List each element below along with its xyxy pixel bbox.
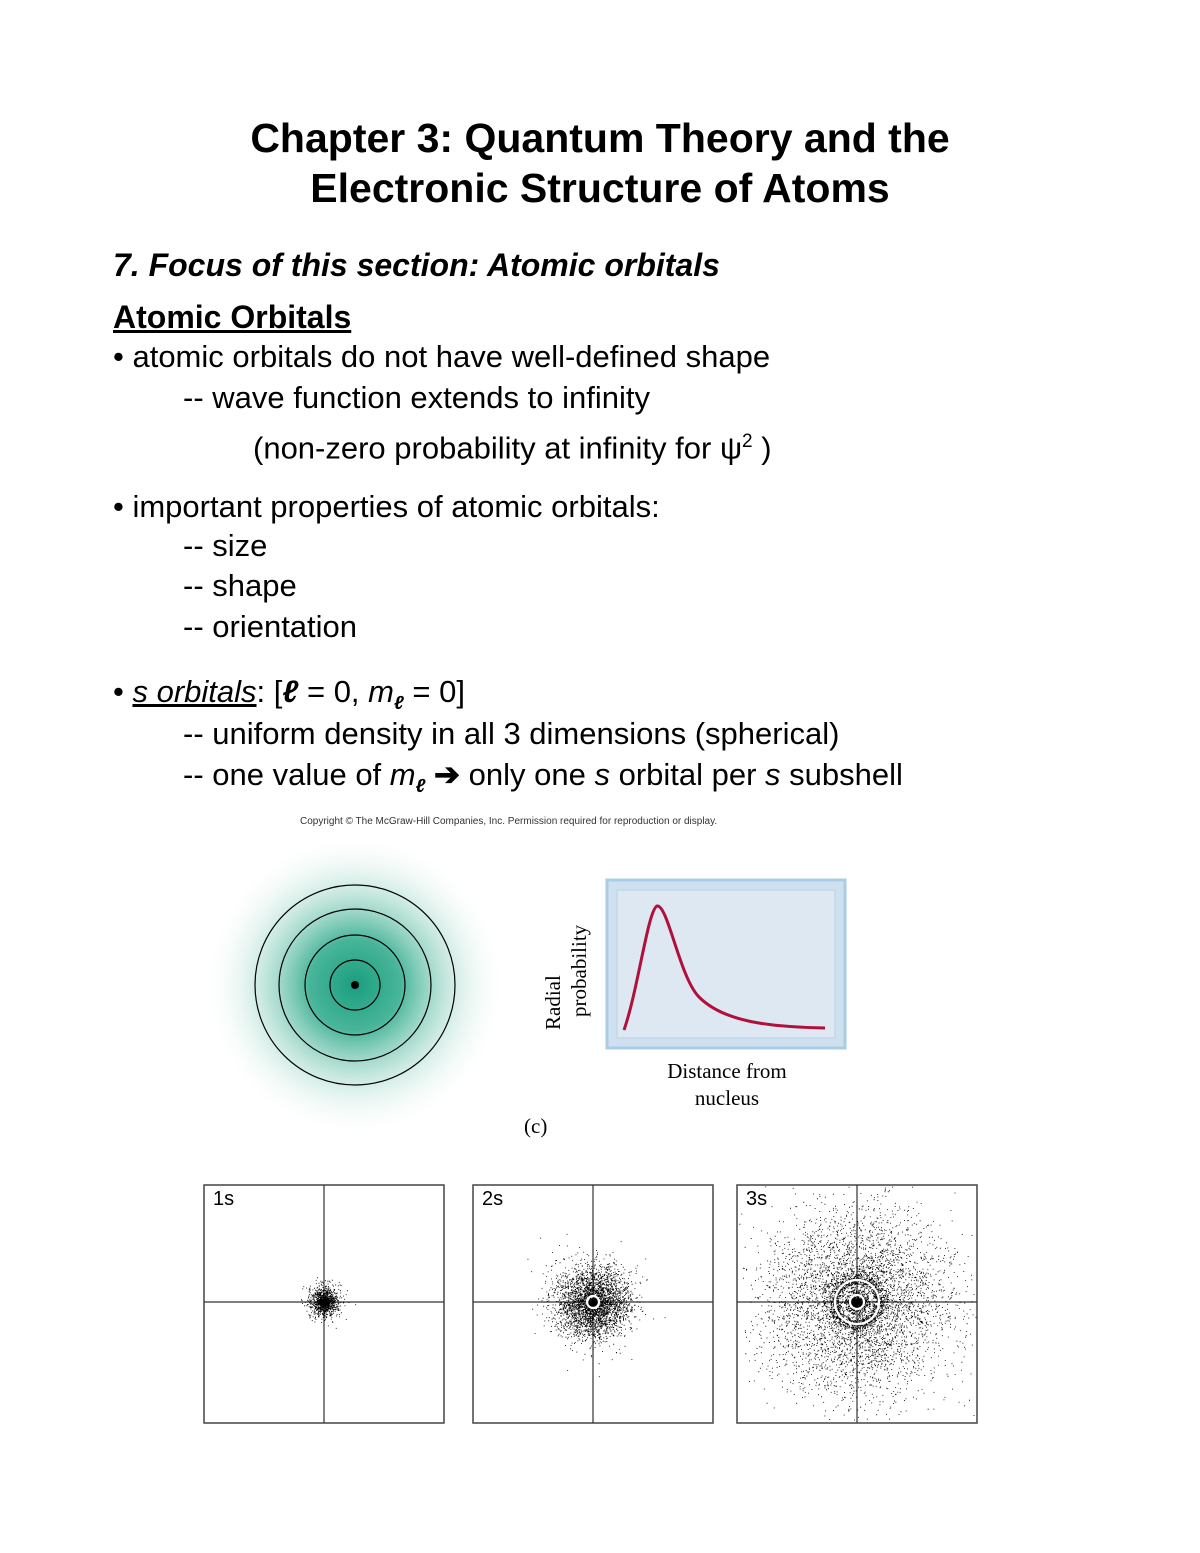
arrow-icon: ➔ (425, 757, 469, 792)
density-3s-svg (736, 1184, 978, 1424)
x-axis-label-line-2: nucleus (695, 1086, 759, 1110)
y-axis-label-line-2: probability (567, 924, 591, 1017)
x-axis-label-line-1: Distance from (667, 1059, 787, 1083)
m-symbol: m (368, 674, 394, 709)
one-value-mid2: orbital per (609, 757, 766, 792)
orbital-ring (329, 959, 381, 1011)
m-subscript: ℓ (393, 693, 404, 715)
electron-density-cloud (301, 1277, 357, 1329)
nonzero-text: (non-zero probability at infinity for ψ (253, 430, 743, 466)
density-plot-label: 1s (213, 1188, 235, 1210)
quantum-eq1: = 0, (298, 674, 369, 709)
m-subscript-2: ℓ (415, 776, 426, 798)
figure-caption: (c) (524, 1114, 548, 1138)
subheading-atomic-orbitals: Atomic Orbitals (113, 299, 352, 335)
m-symbol-2: m (389, 757, 416, 792)
one-value-pre: -- one value of (183, 757, 390, 792)
orbital-ring (254, 884, 456, 1086)
bullet-properties: • important properties of atomic orbital… (113, 489, 660, 524)
bullet-s-orbitals: • s orbitals: [ℓ = 0, mℓ = 0] (113, 672, 465, 724)
orbital-ring (278, 908, 432, 1062)
density-plot-label: 3s (746, 1188, 768, 1210)
radial-probability-plot: Radial probability Distance from nucleus (541, 878, 847, 1110)
nucleus-dot (351, 981, 359, 989)
density-2s-svg (472, 1184, 714, 1424)
radial-probability-curve (622, 904, 826, 1031)
psi-exponent: 2 (742, 431, 753, 452)
sub-nonzero-probability: (non-zero probability at infinity for ψ2… (253, 422, 772, 468)
density-plot-1s: 1s (203, 1184, 445, 1429)
one-value-end: subshell (780, 757, 903, 792)
property-size: -- size (183, 528, 268, 563)
s-orbitals-label: s orbitals (132, 674, 257, 709)
density-plot-3s: 3s (736, 1184, 978, 1429)
sub-wave-function: -- wave function extends to infinity (183, 380, 650, 415)
one-value-mid: only one (468, 757, 595, 792)
property-orientation: -- orientation (183, 609, 358, 644)
density-node-ring (848, 1293, 866, 1311)
ell-symbol: ℓ (282, 674, 299, 709)
y-axis-label-line-1: Radial (541, 975, 565, 1030)
electron-density-cloud (739, 1186, 977, 1421)
orbital-ring (304, 934, 406, 1036)
bullet-marker: • (113, 674, 133, 709)
page-title-line-2: Electronic Structure of Atoms (310, 165, 890, 211)
bullet-shape: • atomic orbitals do not have well-defin… (113, 339, 771, 374)
density-node-ring (833, 1278, 881, 1326)
sub-uniform-density: -- uniform density in all 3 dimensions (… (183, 716, 840, 751)
s-symbol-2: s (765, 757, 781, 792)
quantum-open: : [ (256, 674, 283, 709)
density-plot-label: 2s (482, 1188, 504, 1210)
s-symbol-1: s (594, 757, 610, 792)
density-plot-2s: 2s (472, 1184, 714, 1429)
density-1s-svg (203, 1184, 445, 1424)
property-shape: -- shape (183, 568, 297, 603)
figure-copyright: Copyright © The McGraw-Hill Companies, I… (300, 816, 718, 827)
nonzero-close: ) (752, 430, 772, 466)
section-heading: 7. Focus of this section: Atomic orbital… (113, 247, 720, 283)
sub-one-value: -- one value of mℓ ➔ only one s orbital … (183, 755, 903, 807)
s-orbital-illustration (203, 833, 507, 1137)
density-node-ring (585, 1294, 601, 1310)
page-title-line-1: Chapter 3: Quantum Theory and the (250, 115, 950, 161)
quantum-eq2: = 0] (403, 674, 465, 709)
